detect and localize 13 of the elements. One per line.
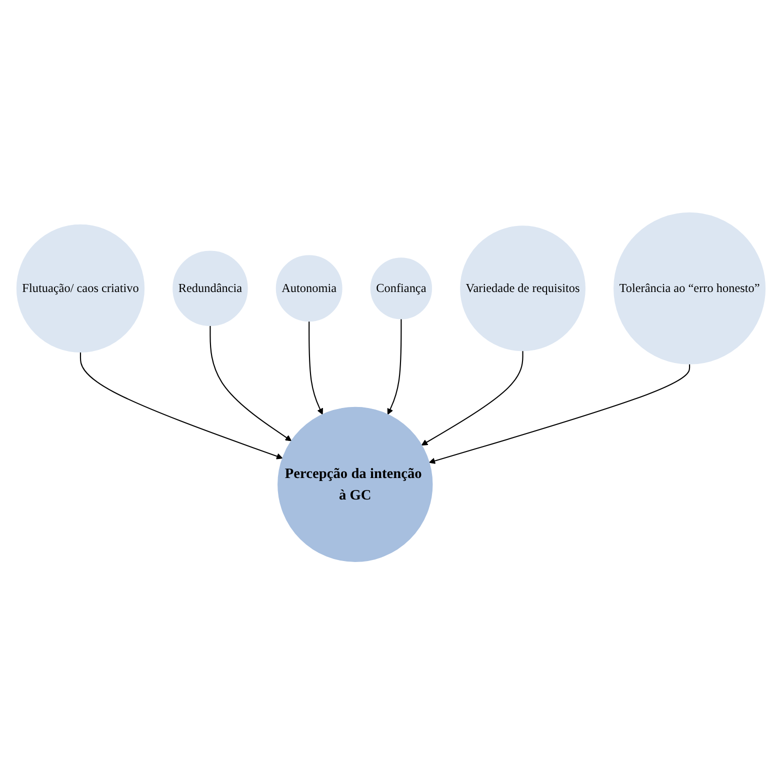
arrow xyxy=(421,350,524,446)
arrow xyxy=(387,318,402,414)
arrow xyxy=(210,325,292,441)
arrow xyxy=(308,321,323,414)
arrow xyxy=(428,364,690,464)
node-circle: Flutuação/ caos criativo xyxy=(16,224,145,352)
arrow xyxy=(80,352,283,460)
node-circle: Redundância xyxy=(172,250,248,326)
node-circle: Variedade de requisitos xyxy=(460,225,586,351)
node-circle: Percepção da intenção à GC xyxy=(278,406,433,562)
node-circle: Autonomia xyxy=(276,254,342,322)
node-circle: Confiança xyxy=(370,257,432,320)
node-circle: Tolerância ao “erro honesto” xyxy=(614,212,766,364)
